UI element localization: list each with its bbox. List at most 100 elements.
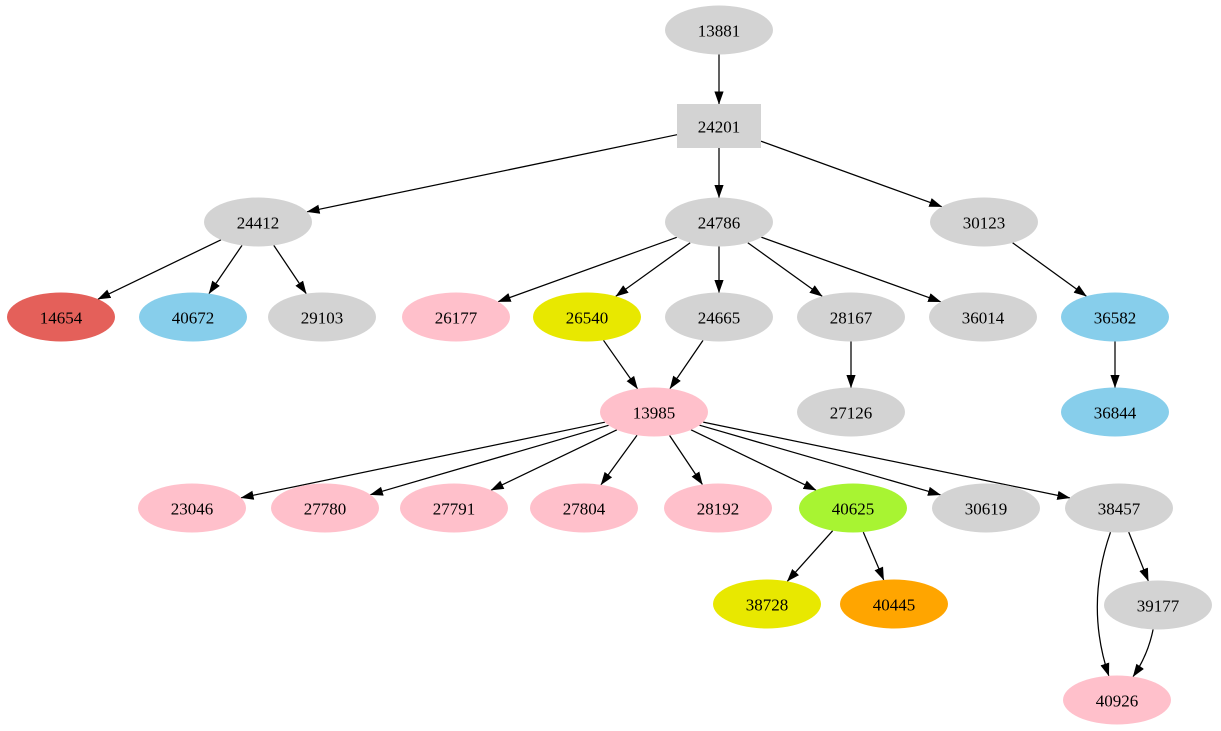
graph-node-24786: 24786 <box>665 197 773 247</box>
node-shape <box>665 5 773 55</box>
graph-node-40445: 40445 <box>840 579 948 629</box>
node-label: 13985 <box>633 404 676 423</box>
graph-edge-24412-29103 <box>273 245 307 295</box>
node-shape <box>713 579 821 629</box>
graph-edge-30123-36582 <box>1012 242 1087 297</box>
graph-edge-24786-28167 <box>747 242 823 297</box>
node-shape <box>1061 292 1169 342</box>
node-label: 26540 <box>566 309 609 328</box>
node-label: 28192 <box>697 500 740 519</box>
node-label: 38728 <box>746 596 789 615</box>
graph-node-13985: 13985 <box>600 387 708 437</box>
node-label: 23046 <box>171 500 214 519</box>
edges-layer <box>97 54 1154 678</box>
node-label: 27804 <box>563 500 606 519</box>
graph-node-39177: 39177 <box>1104 580 1212 630</box>
graph-node-27780: 27780 <box>271 483 379 533</box>
graph-node-40672: 40672 <box>139 292 247 342</box>
node-shape <box>204 197 312 247</box>
node-shape <box>797 387 905 437</box>
graph-edge-24201-24412 <box>306 134 678 214</box>
node-label: 36844 <box>1094 404 1137 423</box>
node-label: 27126 <box>830 404 873 423</box>
graph-node-27126: 27126 <box>797 387 905 437</box>
node-shape <box>665 292 773 342</box>
graph-edge-13985-40625 <box>690 429 817 491</box>
node-label: 29103 <box>301 309 344 328</box>
node-shape <box>530 483 638 533</box>
nodes-layer: 13881 24201 24412 24786 30123 14654 40672 29103… <box>7 5 1212 725</box>
graph-node-27791: 27791 <box>400 483 508 533</box>
graph-node-40625: 40625 <box>799 483 907 533</box>
graph-edge-38457-40926 <box>1096 531 1112 677</box>
node-shape <box>600 387 708 437</box>
graph-edge-13985-28192 <box>669 435 703 485</box>
graph-node-14654: 14654 <box>7 292 115 342</box>
node-shape <box>677 104 761 148</box>
graph-edge-13985-30619 <box>699 424 941 496</box>
node-shape <box>664 483 772 533</box>
graph-edge-24786-36014 <box>761 236 942 303</box>
graph-node-24412: 24412 <box>204 197 312 247</box>
node-shape <box>533 292 641 342</box>
graph-edge-24665-13985 <box>669 340 704 390</box>
graph-node-26540: 26540 <box>533 292 641 342</box>
graph-node-36844: 36844 <box>1061 387 1169 437</box>
node-label: 40445 <box>873 596 916 615</box>
node-label: 40926 <box>1096 692 1139 711</box>
graph-node-24665: 24665 <box>665 292 773 342</box>
graph-node-23046: 23046 <box>138 483 246 533</box>
node-label: 30123 <box>963 214 1006 233</box>
graph-node-29103: 29103 <box>268 292 376 342</box>
node-shape <box>665 197 773 247</box>
graph-node-27804: 27804 <box>530 483 638 533</box>
graph-edge-24786-26177 <box>497 236 678 303</box>
graph-node-28167: 28167 <box>797 292 905 342</box>
graph-node-30123: 30123 <box>930 197 1038 247</box>
node-label: 40625 <box>832 500 875 519</box>
node-label: 39177 <box>1137 597 1180 616</box>
node-label: 28167 <box>830 309 873 328</box>
node-label: 40672 <box>172 309 215 328</box>
node-label: 24201 <box>698 118 741 137</box>
node-label: 27780 <box>304 500 347 519</box>
node-shape <box>271 483 379 533</box>
graph-edge-24412-14654 <box>97 239 222 300</box>
graph-node-36582: 36582 <box>1061 292 1169 342</box>
node-shape <box>1104 580 1212 630</box>
graph-edge-39177-40926 <box>1132 629 1154 678</box>
node-shape <box>1061 387 1169 437</box>
graph-node-36014: 36014 <box>929 292 1037 342</box>
graph-edge-13985-38457 <box>703 421 1071 500</box>
graph-node-24201: 24201 <box>677 104 761 148</box>
node-shape <box>7 292 115 342</box>
graph-edge-24412-40672 <box>208 245 243 295</box>
graph-edge-40625-40445 <box>862 531 885 581</box>
node-shape <box>840 579 948 629</box>
node-label: 36014 <box>962 309 1005 328</box>
node-shape <box>929 292 1037 342</box>
node-shape <box>1065 483 1173 533</box>
graph-edge-13985-23046 <box>240 421 606 500</box>
graph-edge-13985-27804 <box>600 434 638 486</box>
node-label: 24786 <box>698 214 741 233</box>
graph-node-26177: 26177 <box>402 292 510 342</box>
graph-node-40926: 40926 <box>1063 675 1171 725</box>
node-label: 26177 <box>435 309 478 328</box>
graph-edge-38457-39177 <box>1128 531 1149 582</box>
graph-node-13881: 13881 <box>665 5 773 55</box>
node-shape <box>400 483 508 533</box>
graph-node-38457: 38457 <box>1065 483 1173 533</box>
graph-edge-24786-26540 <box>615 242 691 297</box>
node-shape <box>797 292 905 342</box>
node-shape <box>1063 675 1171 725</box>
graph-edge-13985-27780 <box>369 424 609 496</box>
node-shape <box>930 197 1038 247</box>
node-shape <box>139 292 247 342</box>
node-label: 36582 <box>1094 309 1137 328</box>
node-label: 27791 <box>433 500 476 519</box>
node-label: 30619 <box>965 500 1008 519</box>
graph-edge-40625-38728 <box>786 530 834 582</box>
node-label: 13881 <box>698 22 741 41</box>
